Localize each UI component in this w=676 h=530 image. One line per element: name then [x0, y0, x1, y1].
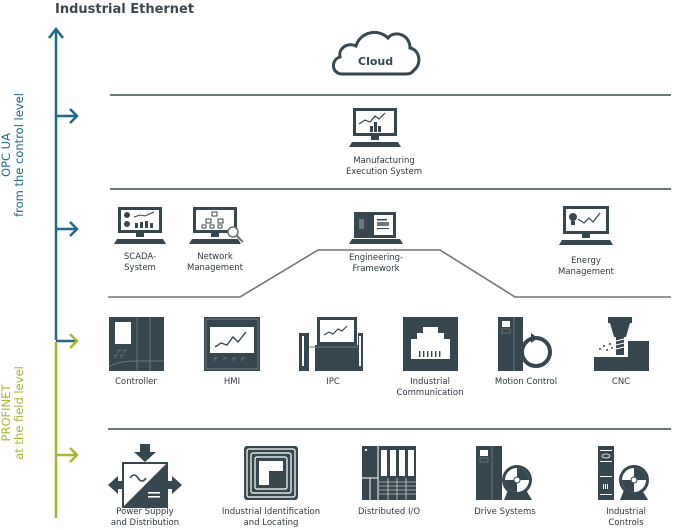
mes-monitor-icon: [349, 108, 401, 147]
cloud-icon: [332, 30, 421, 76]
opc-arrow-mes: [56, 108, 79, 124]
industrial-communication-icon: [403, 317, 458, 371]
network-management-icon: [189, 207, 244, 244]
ipc-icon: [299, 317, 363, 371]
cnc-label: CNC: [611, 377, 631, 387]
power-supply-icon: [108, 444, 182, 508]
opc-up-arrowhead: [48, 26, 64, 39]
diagram-title: Industrial Ethernet: [55, 2, 195, 17]
hmi-label: HMI: [223, 377, 241, 387]
opc-arrow-control: [56, 221, 79, 237]
hmi-icon: [204, 317, 260, 371]
drive-systems-icon: [476, 446, 532, 500]
controller-icon: [109, 317, 164, 371]
profinet-arrow-field-upper: [69, 333, 79, 349]
cnc-icon: [594, 317, 649, 371]
ipc-label: IPC: [326, 377, 340, 387]
drive-systems-label: Drive Systems: [474, 507, 536, 517]
profinet-arrow-field-lower: [56, 447, 79, 463]
engineering-label: Engineering-Framework: [348, 253, 404, 274]
scada-monitor-icon: [114, 207, 166, 244]
divider-control-bottom: [108, 249, 671, 298]
motion-control-label: Motion Control: [494, 377, 558, 387]
opc-ua-label: OPC UA from the control level: [0, 85, 30, 225]
motion-control-icon: [498, 317, 552, 371]
scada-label: SCADA-System: [123, 252, 157, 273]
engineering-laptop-icon: [349, 212, 403, 244]
opc-ua-subtitle: from the control level: [12, 93, 26, 217]
controller-label: Controller: [115, 377, 157, 387]
profinet-label: PROFINET at the field level: [0, 353, 30, 473]
distributed-io-label: Distributed I/O: [357, 507, 421, 517]
cloud-label: Cloud: [358, 55, 394, 68]
profinet-subtitle: at the field level: [12, 366, 26, 460]
energy-management-icon: [559, 206, 613, 245]
industrial-controls-icon: [598, 446, 649, 500]
distributed-io-icon: [362, 446, 416, 500]
identification-rfid-icon: [244, 446, 298, 500]
